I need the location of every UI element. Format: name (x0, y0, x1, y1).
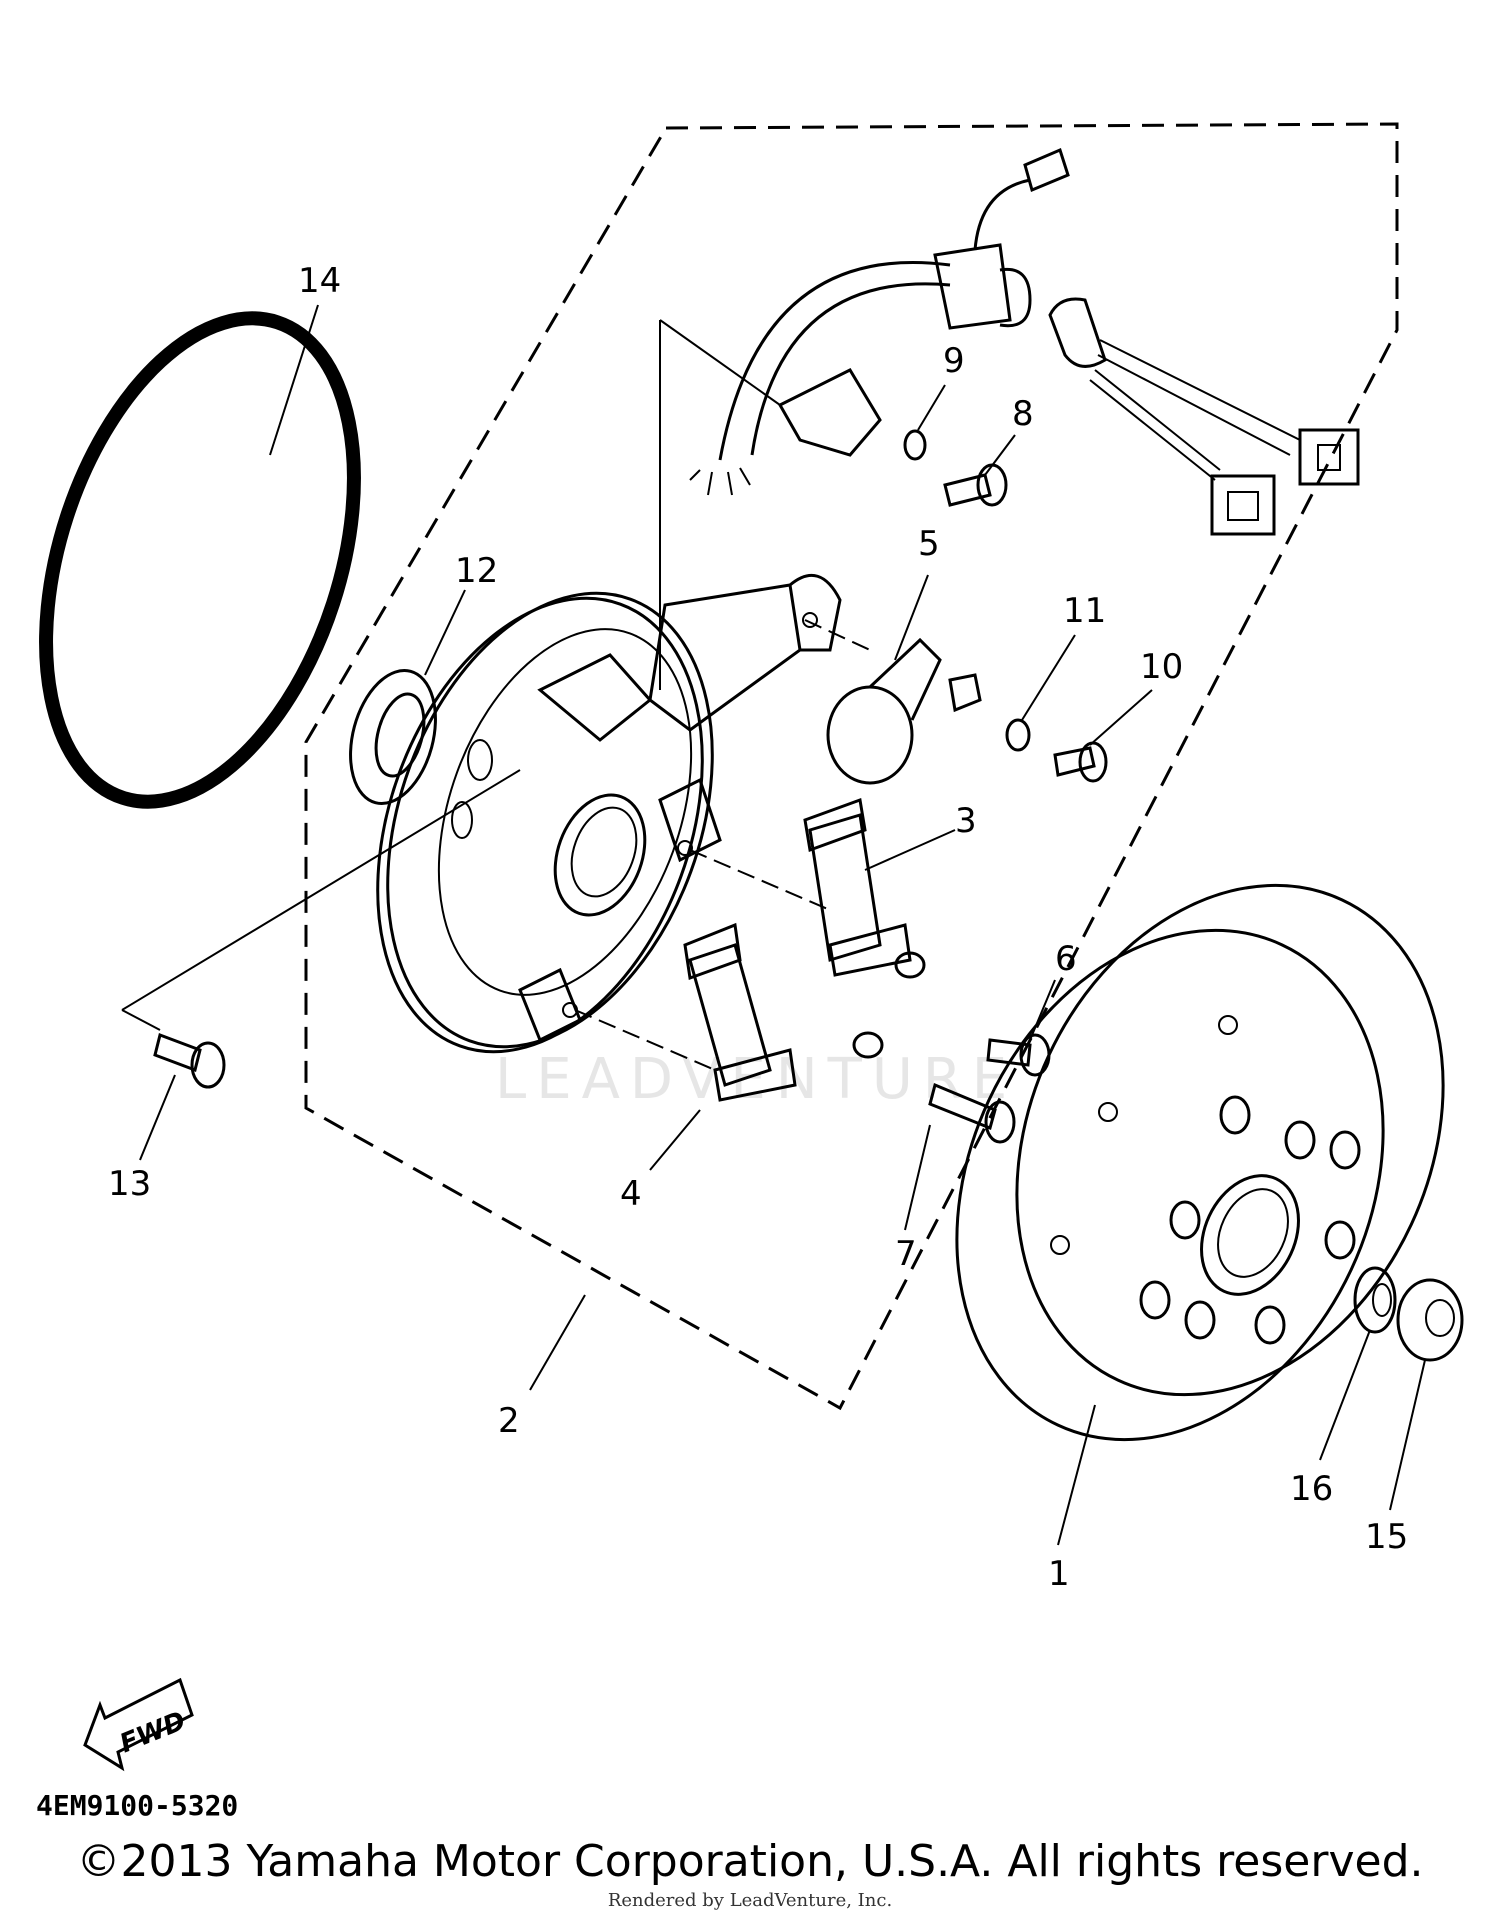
callout-7: 7 (895, 1234, 917, 1274)
callout-6: 6 (1055, 939, 1077, 979)
flywheel-rotor (955, 883, 1445, 1442)
source-coil-4 (683, 922, 797, 1102)
nut-15 (1396, 1278, 1464, 1362)
copyright-text: ©2013 Yamaha Motor Corporation, U.S.A. A… (76, 1836, 1424, 1887)
screw-10 (1053, 741, 1108, 783)
watermark-text: LEADVENTURE (495, 1047, 1017, 1112)
callout-4: 4 (620, 1174, 642, 1214)
leader-lines (139, 304, 1426, 1546)
o-ring (39, 311, 361, 809)
callout-13: 13 (108, 1164, 151, 1204)
callout-9: 9 (943, 341, 965, 381)
screw-7 (928, 1082, 1016, 1144)
callout-8: 8 (1012, 394, 1034, 434)
callout-12: 12 (455, 551, 498, 591)
fwd-label: FWD (116, 1706, 190, 1759)
callout-2: 2 (498, 1401, 520, 1441)
coil-clip-b (852, 1031, 884, 1059)
assembly-guide-lines (121, 319, 871, 1071)
screw-13 (153, 1033, 226, 1089)
rendered-by-text: Rendered by LeadVenture, Inc. (607, 1890, 893, 1911)
washer-11 (1005, 718, 1031, 752)
screw-8 (943, 463, 1008, 507)
callout-16: 16 (1290, 1469, 1333, 1509)
callout-15: 15 (1365, 1517, 1408, 1557)
coil-clip-a (894, 951, 926, 979)
callout-5: 5 (918, 524, 940, 564)
washer-9 (903, 429, 927, 461)
diagram-part-code: 4EM9100-5320 (36, 1789, 238, 1822)
source-coil-3 (803, 797, 912, 977)
callout-14: 14 (298, 261, 341, 301)
stator-base-plate (376, 574, 842, 1054)
wire-harness (689, 147, 1360, 536)
pickup-bracket (777, 368, 882, 457)
callout-11: 11 (1063, 591, 1106, 631)
assembly-boundary (304, 122, 1399, 1411)
callout-1: 1 (1048, 1554, 1070, 1594)
washer-16 (1353, 1266, 1397, 1334)
callout-3: 3 (955, 801, 977, 841)
pickup-coil (826, 637, 982, 785)
callout-10: 10 (1140, 647, 1183, 687)
fwd-arrow-icon: FWD (83, 1677, 194, 1772)
